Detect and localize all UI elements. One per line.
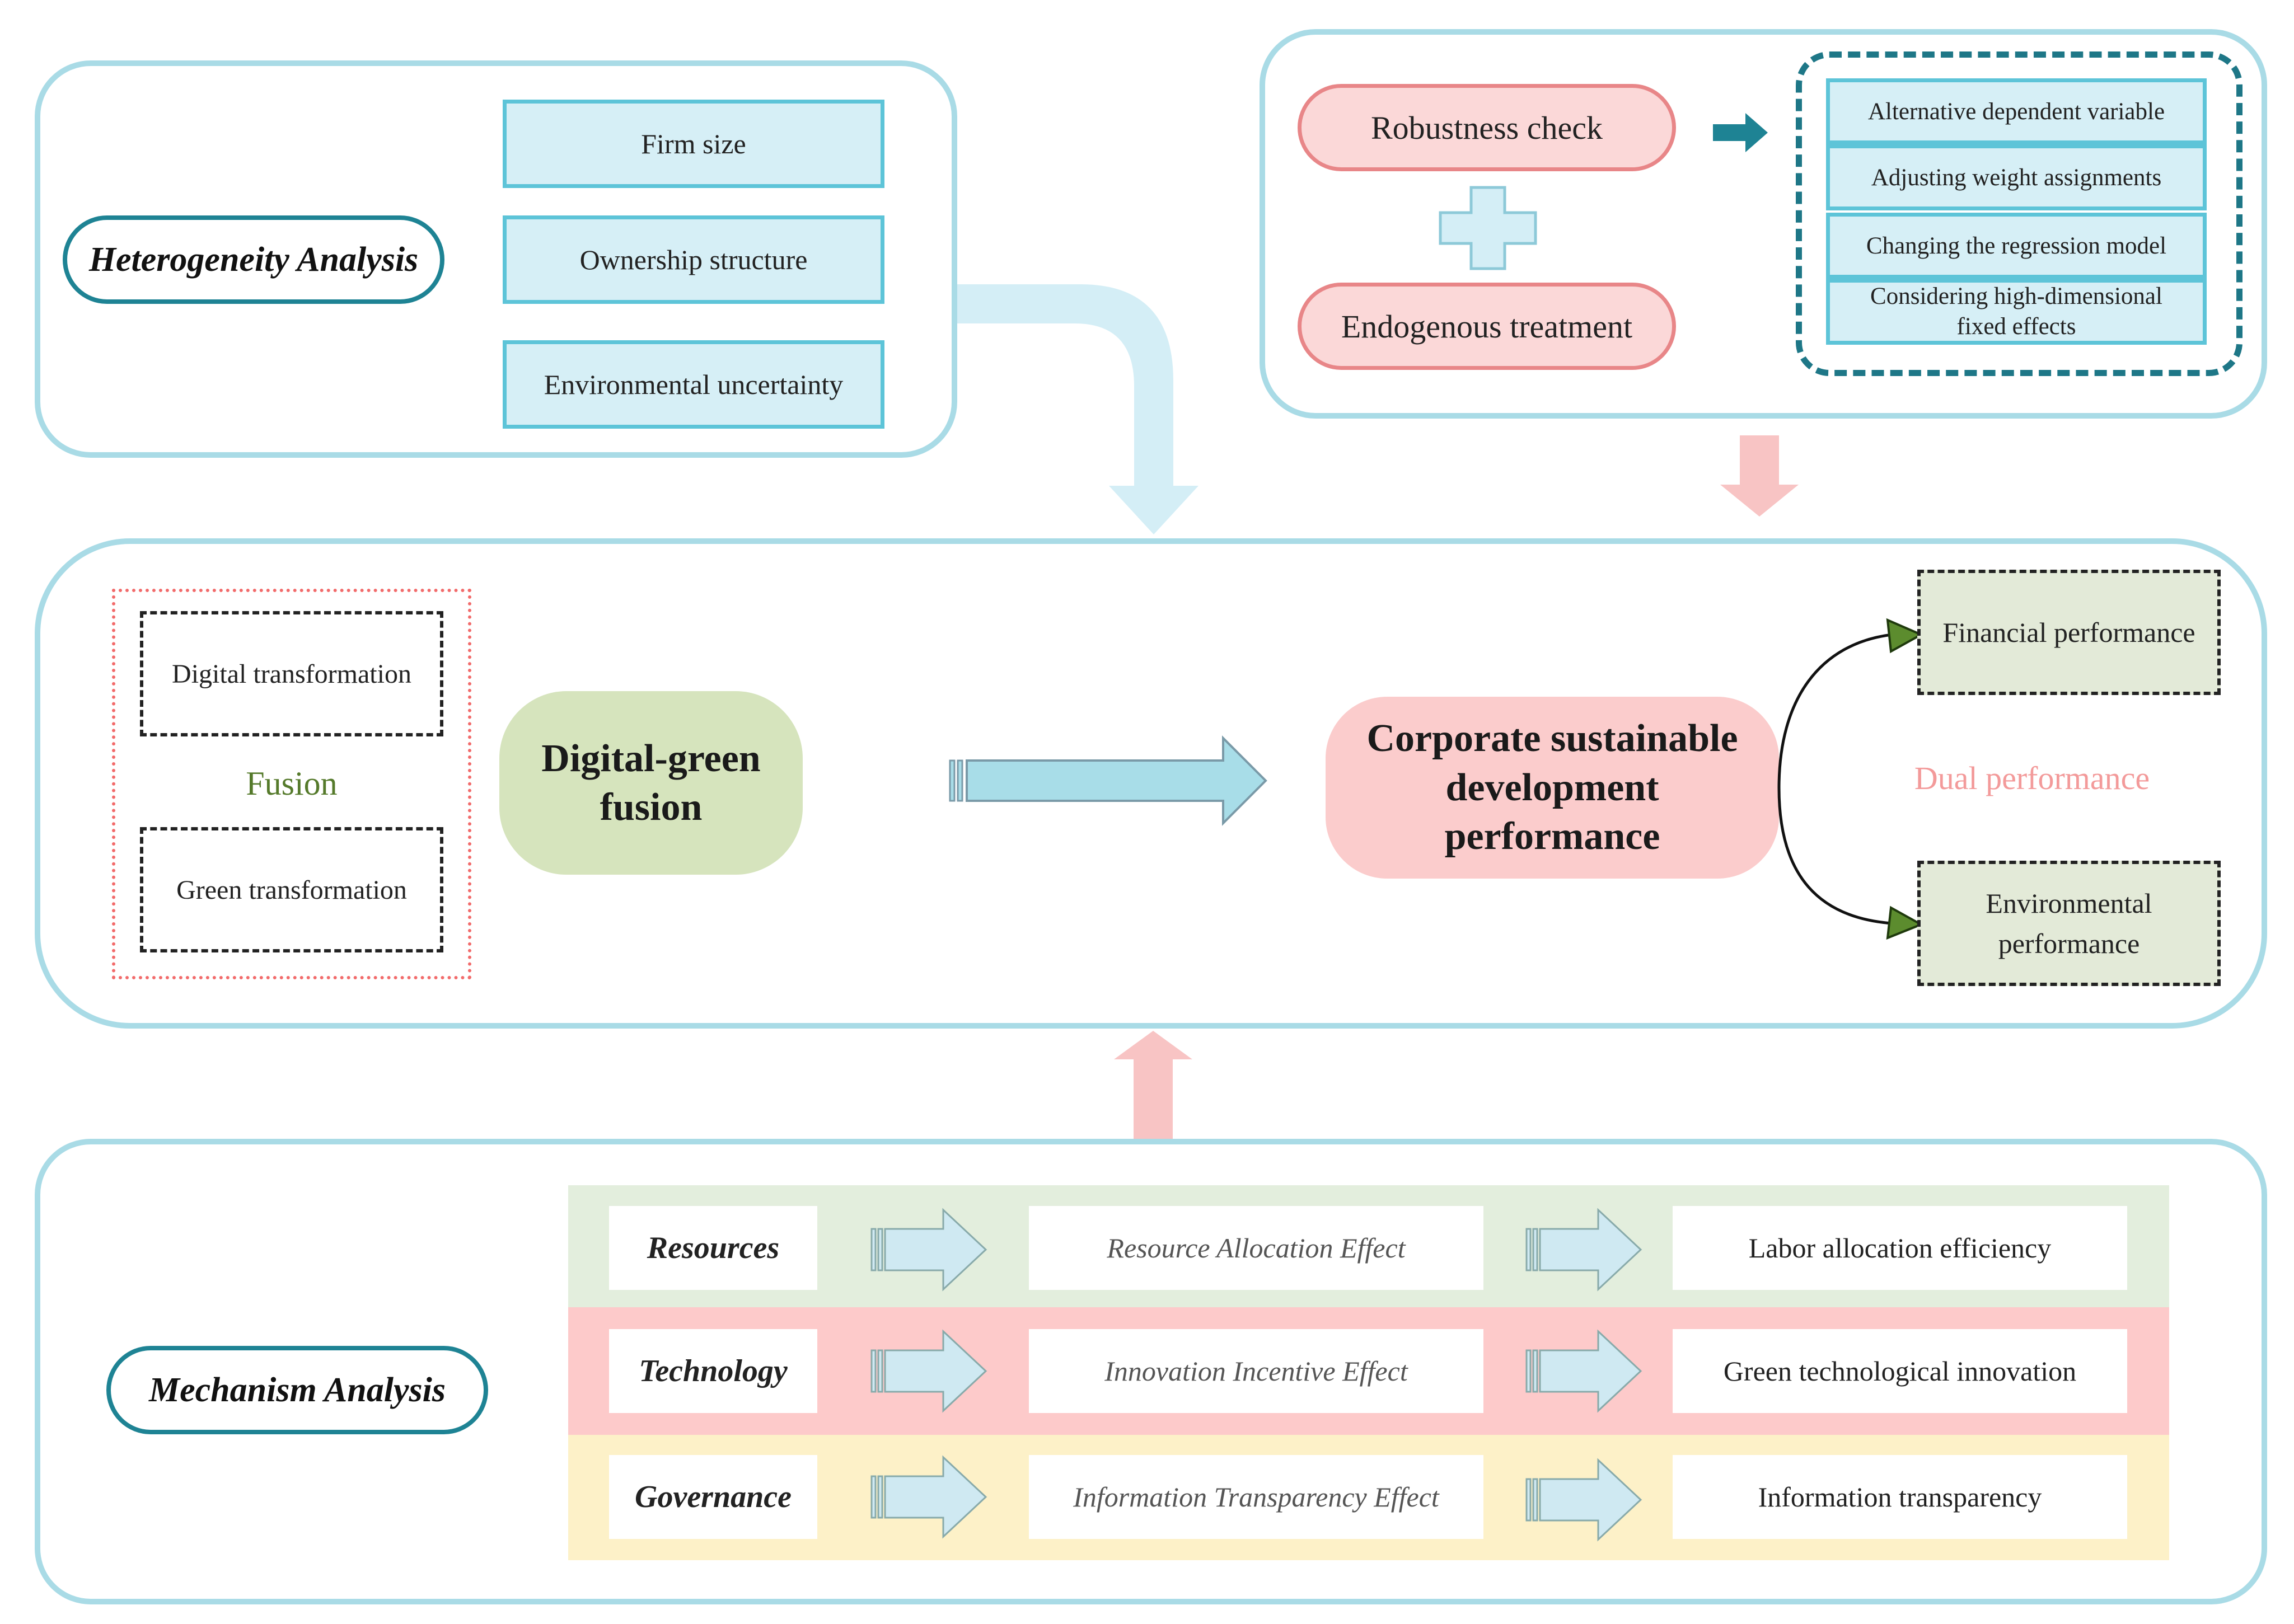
robustness-test-weights: Adjusting weight assignments (1826, 144, 2207, 210)
financial-performance-box: Financial performance (1917, 570, 2221, 695)
mechanism-arrow-icon (870, 1455, 987, 1539)
core-panel (35, 538, 2267, 1029)
mechanism-effect-information-transparency: Information Transparency Effect (1029, 1455, 1483, 1539)
sustainable-development-performance-box: Corporate sustainable development perfor… (1326, 697, 1779, 879)
robustness-right-arrow-icon (1713, 113, 1768, 152)
fusion-to-outcome-arrow (949, 735, 1267, 826)
mechanism-outcome-green-innovation: Green technological innovation (1673, 1329, 2127, 1413)
endogenous-treatment-pill: Endogenous treatment (1298, 283, 1676, 370)
robustness-test-alt-dependent: Alternative dependent variable (1826, 78, 2207, 144)
environmental-performance-box: Environmental performance (1917, 861, 2221, 986)
mechanism-effect-innovation-incentive: Innovation Incentive Effect (1029, 1329, 1483, 1413)
digital-green-fusion-box: Digital-green fusion (499, 691, 803, 875)
heterogeneity-title: Heterogeneity Analysis (63, 215, 444, 304)
robustness-test-regression-model: Changing the regression model (1826, 213, 2207, 279)
mechanism-title: Mechanism Analysis (106, 1346, 488, 1434)
mechanism-outcome-information-transparency: Information transparency (1673, 1455, 2127, 1539)
mechanism-outcome-labor-allocation: Labor allocation efficiency (1673, 1206, 2127, 1290)
mechanism-category-resources: Resources (609, 1206, 817, 1290)
mechanism-arrow-icon (1525, 1208, 1642, 1292)
mechanism-to-core-arrow (1114, 1031, 1192, 1146)
mechanism-arrow-icon (870, 1208, 987, 1292)
plus-icon (1439, 186, 1537, 270)
fusion-components-container (112, 589, 471, 979)
mechanism-arrow-icon (1525, 1329, 1642, 1413)
digital-transformation-box: Digital transformation (140, 611, 443, 736)
mechanism-category-governance: Governance (609, 1455, 817, 1539)
fusion-label: Fusion (246, 764, 338, 802)
mechanism-arrow-icon (1525, 1458, 1642, 1542)
heterogeneity-item-ownership: Ownership structure (503, 215, 884, 304)
mechanism-arrow-icon (870, 1329, 987, 1413)
heterogeneity-item-environmental-uncertainty: Environmental uncertainty (503, 340, 884, 429)
robustness-test-fixed-effects: Considering high-dimensional fixed effec… (1826, 279, 2207, 345)
heterogeneity-item-firm-size: Firm size (503, 100, 884, 188)
dual-performance-label: Dual performance (1914, 759, 2150, 796)
robustness-tests-container (1796, 51, 2242, 376)
robustness-check-pill: Robustness check (1298, 84, 1676, 171)
green-transformation-box: Green transformation (140, 827, 443, 952)
mechanism-category-technology: Technology (609, 1329, 817, 1413)
robustness-to-core-arrow (1720, 435, 1799, 517)
mechanism-effect-resource-allocation: Resource Allocation Effect (1029, 1206, 1483, 1290)
